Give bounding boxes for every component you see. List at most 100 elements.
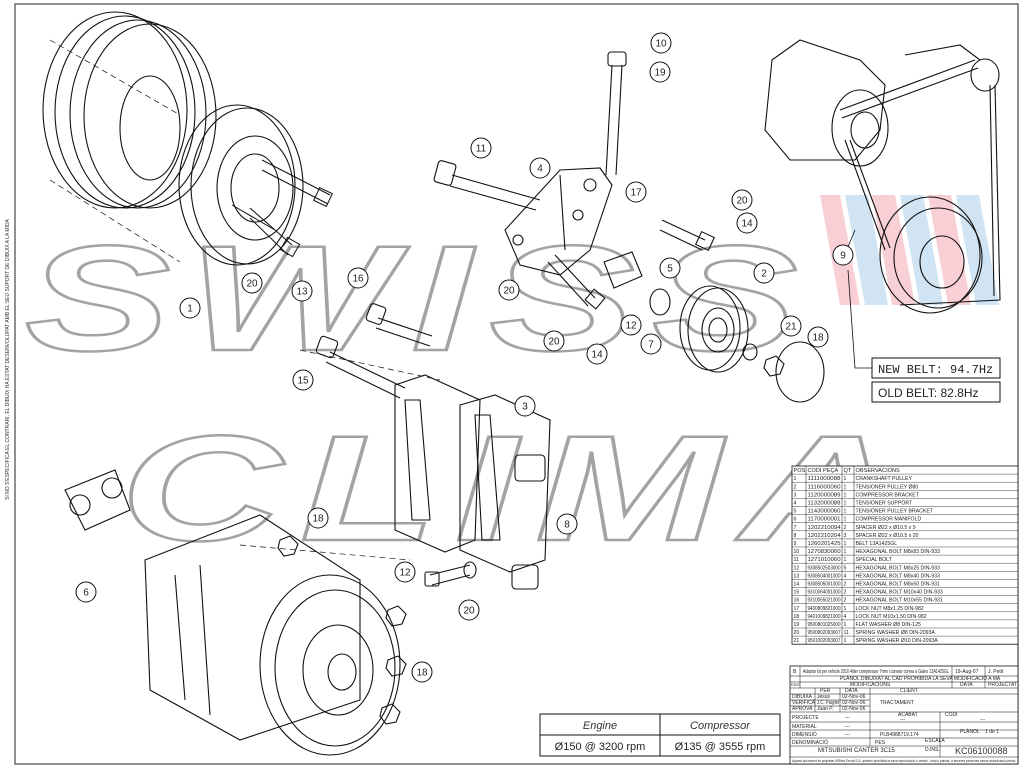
watermark-line-1: SWISS <box>25 214 815 382</box>
tractament-label: TRACTAMENT <box>880 700 914 706</box>
parts-cell: 1170000001 <box>808 517 841 523</box>
callout-circle <box>659 257 681 279</box>
callout-label: 8 <box>564 520 570 531</box>
dimensio-label: DIMENSIÓ <box>792 731 817 738</box>
staff-header-data: DATA <box>845 688 858 694</box>
callout-18: 18 <box>411 661 433 683</box>
parts-cell: 1 <box>844 549 847 555</box>
parts-cell: 7 <box>794 525 797 531</box>
parts-cell: TENSIONER PULLEY Ø80 <box>856 484 919 490</box>
parts-cell: 1 <box>844 501 847 507</box>
parts-cell: 1271010060 <box>808 557 841 563</box>
callout-circle <box>650 32 672 54</box>
callout-20: 20 <box>543 330 565 352</box>
rev-edition: B <box>793 669 797 675</box>
drive-value-compressor: Ø135 @ 3555 rpm <box>675 741 766 753</box>
callout-6: 6 <box>75 581 97 603</box>
parts-cell: CRANKSHAFT PULLEY <box>856 476 913 482</box>
callout-circle <box>556 513 578 535</box>
parts-cell: 9 <box>794 541 797 547</box>
callout-circle <box>470 137 492 159</box>
staff-name-3: Juan P. <box>817 706 833 712</box>
parts-cell: 2 <box>844 582 847 588</box>
callout-9: 9 <box>832 244 854 266</box>
callout-circle <box>292 369 314 391</box>
callout-circle <box>458 599 480 621</box>
callout-16: 16 <box>347 267 369 289</box>
callout-12: 12 <box>620 314 642 336</box>
parts-cell: SPECIAL BOLT <box>856 557 893 563</box>
parts-cell: 11 <box>794 557 799 563</box>
parts-cell: 14 <box>794 582 800 588</box>
rev-header-date: DATA <box>960 682 973 688</box>
compressor-bracket <box>239 303 551 590</box>
margin-note: SI NO S'ESPECIFICA EL CONTRARI, EL DIBUI… <box>5 218 11 500</box>
parts-cell: 1 <box>844 484 847 490</box>
parts-cell: 2 <box>844 590 847 596</box>
staff-date-3: 02-Nov-06 <box>842 706 866 712</box>
parts-cell: 1120000089 <box>808 492 841 498</box>
cad-notice: PLÀNOL DIBUIXAT AL CAD PROHIBIDA LA SEVA… <box>840 675 1001 682</box>
callout-14: 14 <box>586 343 608 365</box>
parts-cell: TENSIONER SUPPORT <box>856 501 914 507</box>
parts-cell: HEXAGONAL BOLT M8x83 DIN-933 <box>856 549 940 555</box>
denominacio-value: MITSUBISHI CANTER 3C15 <box>818 748 895 754</box>
callout-20: 20 <box>458 599 480 621</box>
callout-label: 21 <box>785 322 797 333</box>
codi-label: CODI <box>945 712 958 718</box>
dimensio-value: --- <box>845 732 850 738</box>
parts-cell: 9500802093007 <box>808 630 841 636</box>
parts-cell: 21 <box>794 638 800 644</box>
parts-cell: 1202210204 <box>808 533 841 539</box>
callout-label: 13 <box>296 287 308 298</box>
callout-circle <box>807 326 829 348</box>
parts-cell: 1 <box>794 476 797 482</box>
parts-cell: 9401009821000 <box>808 614 841 620</box>
footer-notice: Aquest document és propietat d'Elliva Te… <box>792 759 1016 763</box>
parts-cell: 5 <box>844 565 847 571</box>
parts-cell: 9308502503000 <box>808 565 841 571</box>
parts-cell: FLAT WASHER Ø8 DIN-125 <box>856 622 921 628</box>
callout-circle <box>394 561 416 583</box>
callout-14: 14 <box>736 212 758 234</box>
callout-label: 12 <box>625 321 637 332</box>
parts-cell: 15 <box>794 590 800 596</box>
callout-5: 5 <box>659 257 681 279</box>
pes-value: PLB4988719.174 <box>880 732 919 738</box>
parts-cell: 9308505001000 <box>808 582 841 588</box>
callout-20: 20 <box>498 279 520 301</box>
parts-cell: SPACER Ø22 x Ø10.5 x 20 <box>856 533 919 539</box>
parts-cell: 1 <box>844 622 847 628</box>
planol-label: PLÀNOL <box>960 728 980 735</box>
watermark: SWISS CLIMA <box>24 195 999 573</box>
callout-label: 7 <box>648 340 654 351</box>
callout-label: 6 <box>83 588 89 599</box>
callout-label: 14 <box>591 350 603 361</box>
parts-cell: 1143000060 <box>808 509 841 515</box>
acabat-label: ACABAT <box>898 712 918 718</box>
callout-label: 5 <box>667 264 673 275</box>
parts-cell: TENSIONER PULLEY BRACKET <box>856 509 934 515</box>
parts-cell: SPACER Ø22 x Ø10.5 x 9 <box>856 525 916 531</box>
callout-20: 20 <box>241 272 263 294</box>
callout-2: 2 <box>753 262 775 284</box>
callout-label: 20 <box>736 196 748 207</box>
rev-header-projectat: PROJECTAT <box>988 682 1017 688</box>
callout-10: 10 <box>650 32 672 54</box>
callout-13: 13 <box>291 280 313 302</box>
callout-circle <box>780 315 802 337</box>
parts-cell: 2 <box>794 484 797 490</box>
callout-label: 4 <box>537 164 543 175</box>
parts-cell: 3 <box>794 492 797 498</box>
watermark-line-2: CLIMA <box>120 404 920 572</box>
callout-circle <box>411 661 433 683</box>
parts-cell: 1 <box>844 509 847 515</box>
parts-cell: 5 <box>794 509 797 515</box>
parts-cell: 1260201425 <box>808 541 841 547</box>
callout-circle <box>586 343 608 365</box>
callout-label: 16 <box>352 274 364 285</box>
callout-circle <box>753 262 775 284</box>
callout-circle <box>640 333 662 355</box>
title-block: B Adaptar kit per vehicle 2010 4liter co… <box>789 665 1019 765</box>
